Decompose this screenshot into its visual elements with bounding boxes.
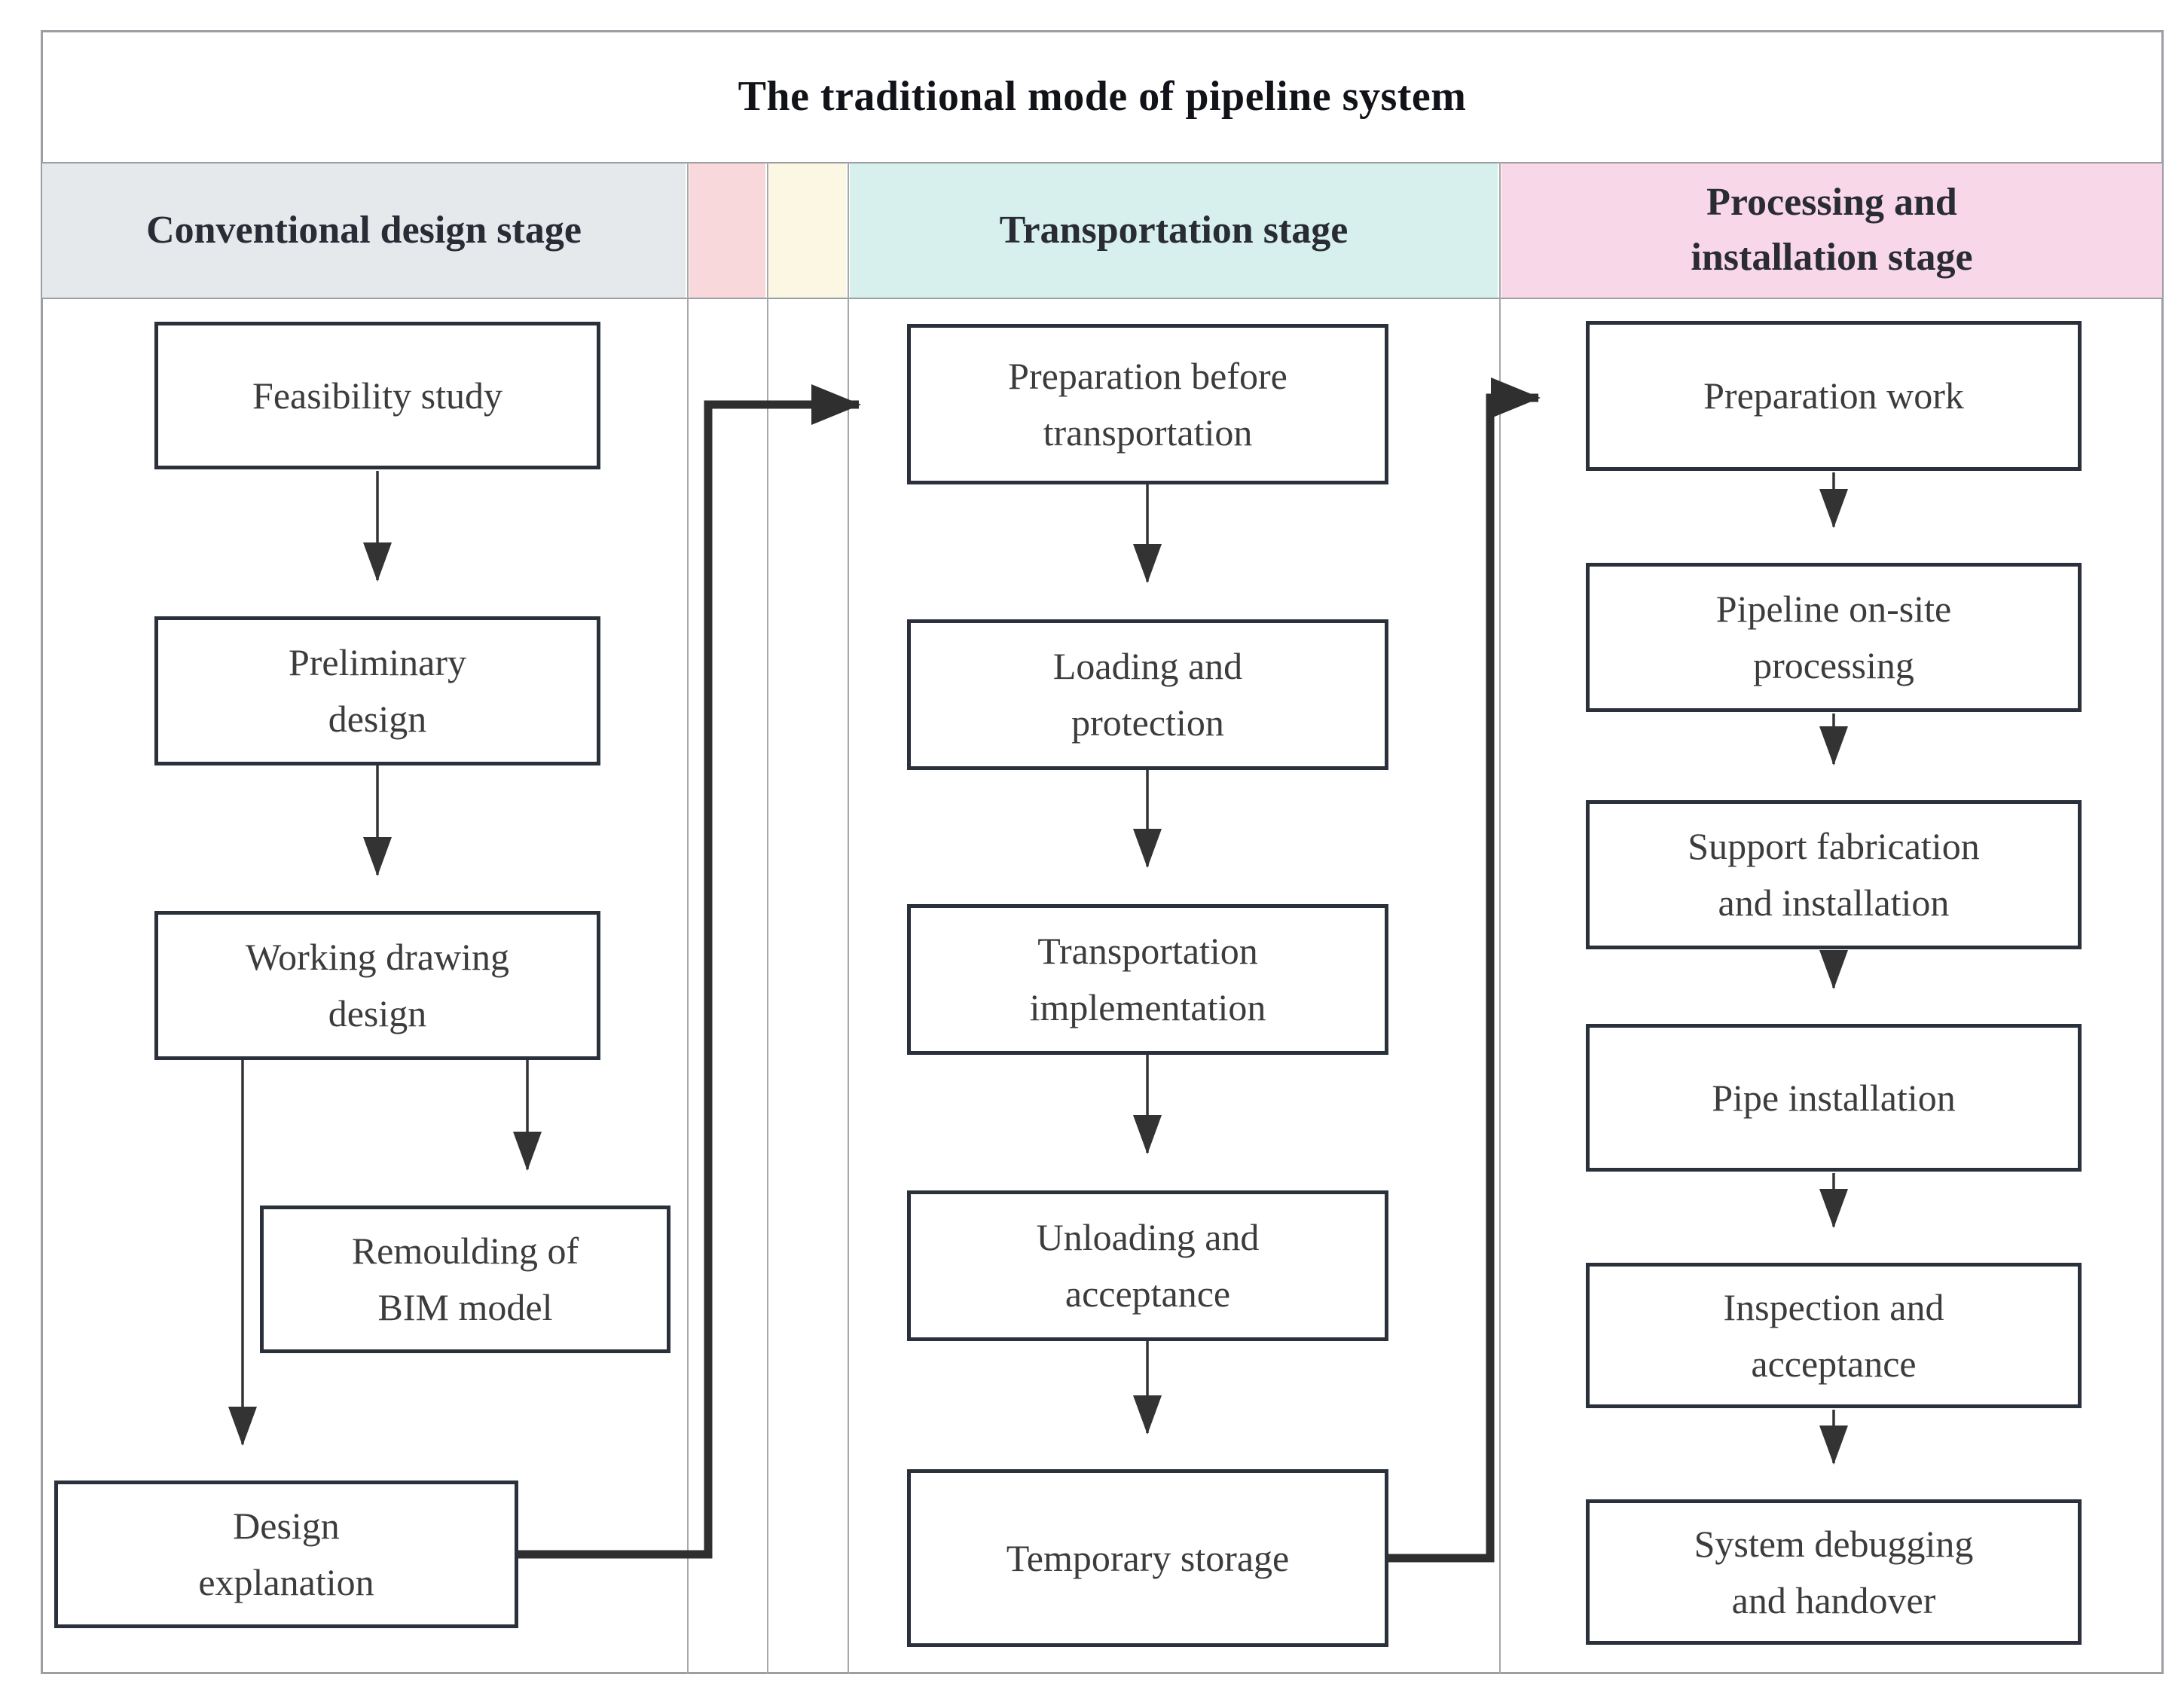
node-design-explanation: Design explanation bbox=[54, 1481, 518, 1628]
node-label: Support fabrication and installation bbox=[1688, 825, 1980, 924]
header-separator-line bbox=[41, 298, 2164, 299]
stage-header-label: Processing and installation stage bbox=[1691, 181, 1973, 279]
node-label: Design explanation bbox=[198, 1505, 374, 1603]
node-pipe-installation: Pipe installation bbox=[1586, 1024, 2082, 1172]
node-label: Preliminary design bbox=[288, 641, 467, 740]
node-label: System debugging and handover bbox=[1694, 1522, 1974, 1621]
node-label: Transportation implementation bbox=[1029, 930, 1266, 1028]
node-inspection-and-acceptance: Inspection and acceptance bbox=[1586, 1263, 2082, 1408]
stage-header-transportation: Transportation stage bbox=[850, 163, 1498, 298]
node-preliminary-design: Preliminary design bbox=[154, 616, 600, 765]
node-loading-and-protection: Loading and protection bbox=[907, 619, 1388, 770]
node-system-debugging-handover: System debugging and handover bbox=[1586, 1499, 2082, 1645]
node-label: Pipe installation bbox=[1712, 1076, 1956, 1119]
node-label: Remoulding of BIM model bbox=[351, 1230, 579, 1328]
diagram-title-row: The traditional mode of pipeline system bbox=[41, 30, 2164, 162]
stage-header-label: Transportation stage bbox=[999, 208, 1349, 252]
node-working-drawing-design: Working drawing design bbox=[154, 911, 600, 1060]
node-transportation-implementation: Transportation implementation bbox=[907, 904, 1388, 1055]
stage-header-spacer-cream bbox=[769, 163, 846, 298]
column-line-4 bbox=[1499, 162, 1501, 1674]
column-line-3 bbox=[848, 162, 849, 1674]
node-label: Working drawing design bbox=[245, 936, 510, 1034]
stage-header-conventional: Conventional design stage bbox=[42, 163, 686, 298]
node-temporary-storage: Temporary storage bbox=[907, 1469, 1388, 1647]
node-support-fabrication-installation: Support fabrication and installation bbox=[1586, 800, 2082, 949]
node-feasibility-study: Feasibility study bbox=[154, 322, 600, 469]
node-label: Temporary storage bbox=[1006, 1536, 1290, 1579]
stage-header-spacer-pink bbox=[689, 163, 765, 298]
stage-header-processing: Processing and installation stage bbox=[1501, 163, 2162, 298]
stage-header-label: Conventional design stage bbox=[146, 208, 582, 252]
node-label: Preparation before transportation bbox=[1008, 354, 1287, 454]
diagram-title: The traditional mode of pipeline system bbox=[738, 72, 1467, 120]
title-separator-line bbox=[41, 162, 2164, 163]
column-line-1 bbox=[687, 162, 689, 1674]
node-label: Unloading and acceptance bbox=[1036, 1216, 1260, 1315]
column-line-2 bbox=[767, 162, 768, 1674]
node-preparation-before-transportation: Preparation before transportation bbox=[907, 324, 1388, 484]
node-label: Feasibility study bbox=[252, 374, 502, 417]
node-unloading-and-acceptance: Unloading and acceptance bbox=[907, 1190, 1388, 1341]
node-preparation-work: Preparation work bbox=[1586, 321, 2082, 471]
node-remoulding-bim-model: Remoulding of BIM model bbox=[260, 1205, 670, 1353]
node-label: Preparation work bbox=[1703, 374, 1964, 417]
node-pipeline-onsite-processing: Pipeline on-site processing bbox=[1586, 563, 2082, 712]
node-label: Loading and protection bbox=[1052, 645, 1243, 744]
node-label: Inspection and acceptance bbox=[1723, 1285, 1944, 1385]
node-label: Pipeline on-site processing bbox=[1715, 588, 1952, 686]
